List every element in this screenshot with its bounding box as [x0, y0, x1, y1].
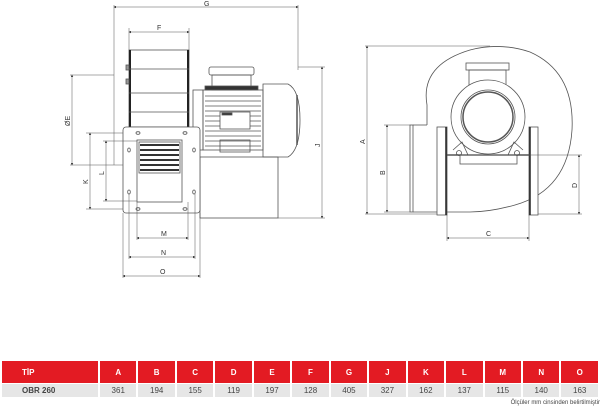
louver [138, 141, 181, 174]
label-j: J [315, 144, 322, 148]
label-n: N [161, 250, 166, 257]
cell: 137 [446, 384, 483, 397]
motor-body [202, 83, 301, 158]
front-view [365, 45, 582, 241]
table-row: OBR 260 361 194 155 119 197 128 405 327 … [2, 384, 598, 397]
nameplate [219, 111, 251, 130]
impeller-housing [128, 49, 190, 128]
col-header: B [138, 361, 175, 383]
motor-terminal-box [208, 66, 255, 76]
cell: 128 [292, 384, 329, 397]
col-header: A [100, 361, 137, 383]
cell: 194 [138, 384, 175, 397]
cell: 327 [369, 384, 406, 397]
technical-drawing: G F ØE K L J M N O A B [65, 1, 582, 278]
col-header: J [369, 361, 406, 383]
cell: 140 [522, 384, 560, 397]
col-header: E [253, 361, 291, 383]
col-header: F [292, 361, 329, 383]
label-g: G [204, 1, 209, 8]
col-header: G [330, 361, 368, 383]
cell: 361 [100, 384, 137, 397]
label-m: M [161, 231, 167, 238]
base-box [199, 156, 279, 219]
label-k: K [83, 179, 90, 184]
label-a: A [360, 139, 367, 144]
cell: 405 [330, 384, 368, 397]
cell: OBR 260 [2, 384, 98, 397]
dimensions-table: TİP A B C D E F G J K L M N O OBR 260 36… [0, 360, 600, 398]
col-header: O [561, 361, 598, 383]
table-header-row: TİP A B C D E F G J K L M N O [2, 361, 598, 383]
left-foot [436, 126, 448, 216]
right-foot [528, 126, 539, 216]
units-note: Ölçüler mm cinsinden belirtilmiştir [510, 400, 600, 406]
col-header: L [446, 361, 483, 383]
col-header: C [176, 361, 214, 383]
motor-terminal-box [465, 62, 510, 71]
cell: 115 [484, 384, 521, 397]
cell: 155 [176, 384, 214, 397]
side-view [70, 5, 325, 278]
col-header: D [215, 361, 252, 383]
col-header: M [484, 361, 521, 383]
cell: 163 [561, 384, 598, 397]
cell: 162 [407, 384, 445, 397]
col-header: N [522, 361, 560, 383]
label-o: O [160, 269, 166, 276]
cell: 119 [215, 384, 252, 397]
cell: 197 [253, 384, 291, 397]
col-header: TİP [2, 361, 98, 383]
label-l: L [99, 171, 106, 175]
label-d: D [572, 183, 579, 188]
outlet-flange [409, 124, 414, 213]
volute-housing [413, 46, 573, 213]
col-header: K [407, 361, 445, 383]
label-c: C [486, 231, 491, 238]
motor-end-circle [450, 79, 526, 155]
label-f: F [157, 25, 161, 32]
label-b: B [380, 170, 387, 175]
label-e: ØE [65, 116, 72, 126]
